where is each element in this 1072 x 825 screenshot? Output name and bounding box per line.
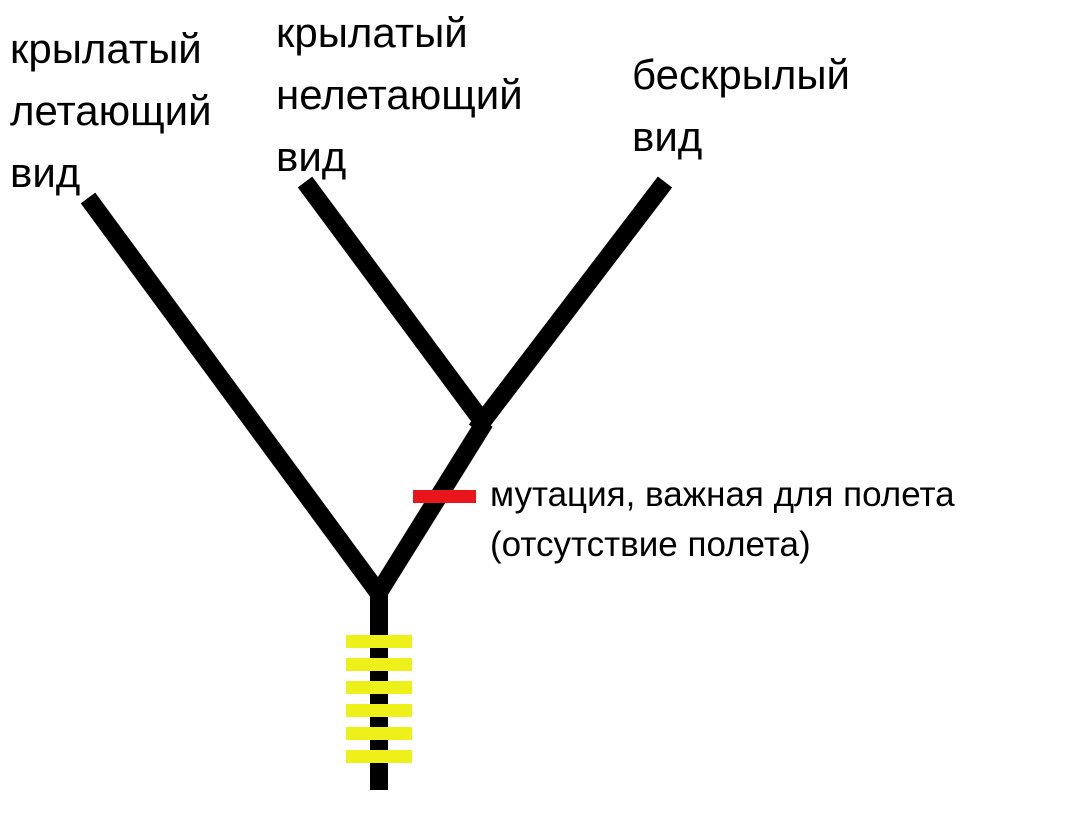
mutation-annotation: мутация, важная для полета (отсутствие п… — [490, 470, 955, 570]
trait-mark — [346, 704, 412, 717]
trait-mark — [346, 750, 412, 763]
mutation-mark — [413, 490, 476, 503]
taxon-label-line: крылатый — [276, 9, 468, 56]
taxon-label-winged-flightless: крылатый нелетающий вид — [276, 2, 523, 188]
taxon-label-line: вид — [632, 113, 703, 160]
taxon-label-line: нелетающий — [276, 71, 523, 118]
taxon-label-line: вид — [10, 149, 81, 196]
trait-mark — [346, 658, 412, 671]
taxon-label-line: крылатый — [10, 25, 202, 72]
taxon-label-wingless: бескрылый вид — [632, 44, 850, 168]
taxon-label-line: летающий — [10, 87, 212, 134]
branch-right — [468, 176, 673, 436]
taxon-label-line: бескрылый — [632, 51, 851, 98]
trait-mark — [346, 727, 412, 740]
branch-internal — [368, 417, 493, 602]
trait-marks — [346, 635, 412, 763]
branch-left — [80, 192, 388, 601]
mutation-label-line: мутация, важная для полета — [490, 475, 955, 514]
trait-mark — [346, 681, 412, 694]
trait-mark — [346, 635, 412, 648]
mutation-label-line: (отсутствие полета) — [490, 525, 811, 564]
branch-middle — [297, 176, 493, 431]
taxon-label-line: вид — [276, 133, 347, 180]
taxon-label-winged-flying: крылатый летающий вид — [10, 18, 212, 204]
